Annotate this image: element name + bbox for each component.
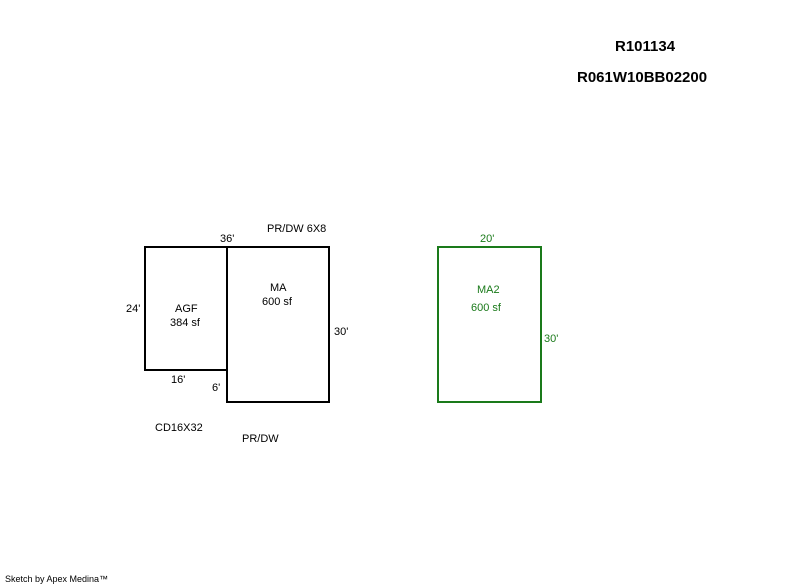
ma-dim-step: 6' bbox=[212, 382, 221, 394]
ma-label: MA bbox=[270, 282, 287, 294]
map-taxlot: R061W10BB02200 bbox=[577, 69, 708, 86]
agf-area-value: 384 sf bbox=[170, 317, 200, 329]
ma-area-value: 600 sf bbox=[262, 296, 292, 308]
agf-dim-left: 24' bbox=[126, 303, 141, 315]
ma2-dim-right: 30' bbox=[544, 333, 559, 345]
agf-dim-bottom: 16' bbox=[171, 374, 186, 386]
note-pr-dw-top: PR/DW 6X8 bbox=[267, 223, 327, 235]
ma-area-outline bbox=[226, 246, 330, 403]
ma2-label: MA2 bbox=[477, 284, 500, 296]
ma2-dim-top: 20' bbox=[480, 233, 495, 245]
ma2-area-value: 600 sf bbox=[471, 302, 501, 314]
account-id: R101134 bbox=[615, 38, 676, 55]
note-pr-dw-bottom: PR/DW bbox=[242, 433, 279, 445]
agf-area-outline bbox=[144, 246, 228, 371]
ma-dim-right: 30' bbox=[334, 326, 349, 338]
agf-label: AGF bbox=[175, 303, 198, 315]
note-cd: CD16X32 bbox=[155, 422, 203, 434]
sketch-credit: Sketch by Apex Medina™ bbox=[5, 574, 109, 584]
ma2-area-outline bbox=[437, 246, 542, 403]
ma-dim-top: 36' bbox=[220, 233, 235, 245]
